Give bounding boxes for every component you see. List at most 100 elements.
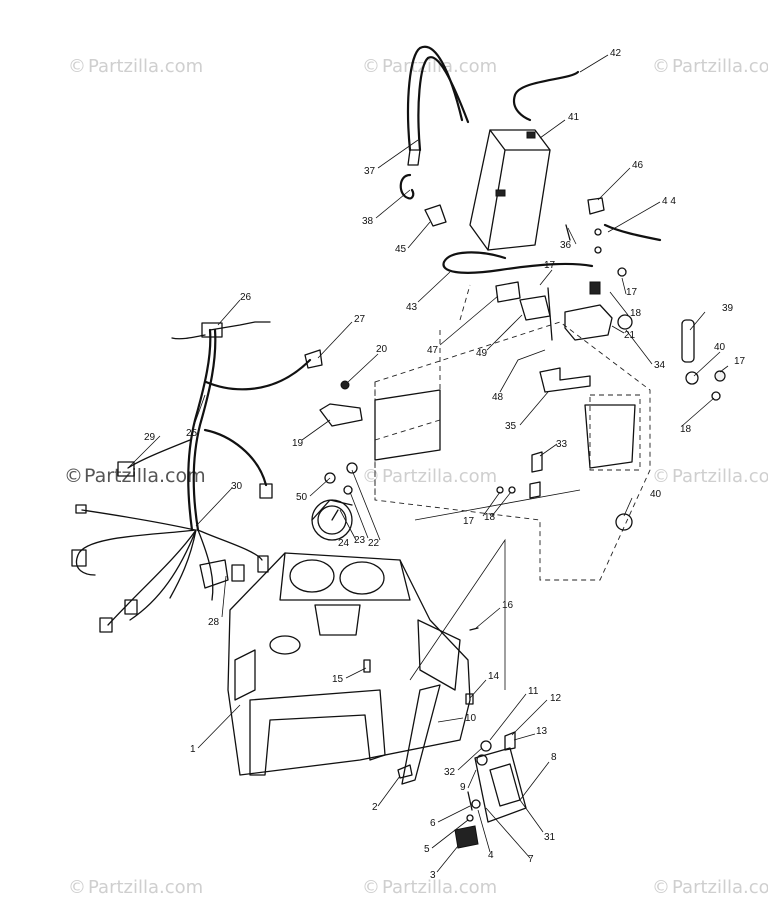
battery-ground-cable (442, 251, 594, 274)
callout-3: 3 (430, 870, 436, 881)
callout-48: 48 (492, 392, 504, 403)
washer (711, 391, 721, 401)
leader-lines (127, 54, 729, 873)
watermark-copyright: © (362, 56, 380, 77)
relay (519, 295, 551, 321)
screw (469, 627, 479, 631)
callout-45: 45 (395, 244, 407, 255)
positive-boot (587, 197, 605, 215)
callout-14: 14 (488, 671, 500, 682)
nut (471, 799, 481, 809)
callout-41: 41 (568, 112, 580, 123)
watermark-copyright: © (652, 56, 670, 77)
watermark-text: Partzilla.com (672, 56, 768, 77)
callout-34: 34 (654, 360, 666, 371)
screw (363, 659, 371, 673)
wiring-harness (71, 321, 323, 633)
callout-17: 17 (463, 516, 475, 527)
callout-23: 23 (354, 535, 366, 546)
grommet (615, 513, 633, 531)
washer (508, 486, 516, 494)
callout-8: 8 (551, 752, 557, 763)
washer (617, 267, 627, 277)
callout-21: 21 (624, 330, 636, 341)
callout-29: 29 (144, 432, 156, 443)
watermark-copyright: © (68, 877, 86, 898)
callout-32: 32 (444, 767, 456, 778)
watermark-text: Partzilla.com (382, 466, 497, 487)
callout-25: 25 (186, 428, 198, 439)
callout-10: 10 (465, 713, 477, 724)
callout-30: 30 (231, 481, 243, 492)
watermark-copyright: © (68, 56, 86, 77)
screw (397, 764, 413, 779)
callout-28: 28 (208, 617, 220, 628)
bulb (340, 380, 350, 390)
callout-11: 11 (528, 686, 539, 697)
watermark-text: Partzilla.com (672, 466, 768, 487)
callout-labels: 1 2 3 4 5 6 7 8 9 10 11 12 13 14 15 16 1… (144, 48, 746, 881)
watermark-text: Partzilla.com (672, 877, 768, 898)
washer (496, 486, 504, 494)
grommet (346, 462, 358, 474)
callout-40: 40 (714, 342, 726, 353)
watermark-text: Partzilla.com (88, 877, 203, 898)
callout-9: 9 (460, 782, 466, 793)
battery (469, 129, 551, 251)
callout-13: 13 (536, 726, 548, 737)
callout-35: 35 (505, 421, 517, 432)
screw (465, 693, 474, 705)
washer (466, 814, 474, 822)
negative-cable (512, 70, 580, 122)
callout-33: 33 (556, 439, 568, 450)
callout-7: 7 (528, 854, 534, 865)
callout-49: 49 (476, 348, 488, 359)
nut (714, 370, 726, 382)
watermarks: © Partzilla.com © Partzilla.com © Partzi… (64, 56, 768, 898)
seal (401, 684, 441, 785)
callout-40: 40 (650, 489, 662, 500)
frame-outline (374, 284, 651, 690)
solenoid (564, 281, 633, 341)
solenoid-bracket (539, 367, 591, 393)
clip (531, 451, 543, 473)
callout-22: 22 (368, 538, 380, 549)
callout-36: 36 (560, 240, 572, 251)
callout-50: 50 (296, 492, 308, 503)
watermark-text: Partzilla.com (88, 56, 203, 77)
callout-42: 42 (610, 48, 622, 59)
watermark-text: Partzilla.com (84, 465, 206, 487)
callout-37: 37 (364, 166, 376, 177)
nut (343, 485, 353, 495)
terminal-boot (424, 204, 447, 227)
callout-17: 17 (626, 287, 638, 298)
wire (547, 224, 571, 341)
callout-17: 17 (734, 356, 746, 367)
nut (594, 228, 602, 236)
starter-cable (603, 223, 662, 242)
callout-27: 27 (354, 314, 366, 325)
callout-43: 43 (406, 302, 418, 313)
console (227, 552, 471, 776)
callout-47: 47 (427, 345, 439, 356)
watermark-text: Partzilla.com (382, 877, 497, 898)
callout-1: 1 (190, 744, 196, 755)
callout-6: 6 (430, 818, 436, 829)
battery-strap (406, 45, 470, 166)
nut (480, 740, 492, 752)
callout-24: 24 (338, 538, 350, 549)
callout-31: 31 (544, 832, 556, 843)
callout-44: 4 4 (662, 196, 676, 207)
watermark-copyright: © (652, 877, 670, 898)
strap-hook (399, 173, 415, 200)
watermark-copyright: © (362, 877, 380, 898)
relay-bracket (495, 281, 521, 303)
clip (529, 481, 541, 499)
callout-26: 26 (240, 292, 252, 303)
sleeve (681, 319, 695, 363)
callout-19: 19 (292, 438, 304, 449)
callout-38: 38 (362, 216, 374, 227)
callout-39: 39 (722, 303, 734, 314)
callout-2: 2 (372, 802, 378, 813)
watermark-copyright: © (652, 466, 670, 487)
